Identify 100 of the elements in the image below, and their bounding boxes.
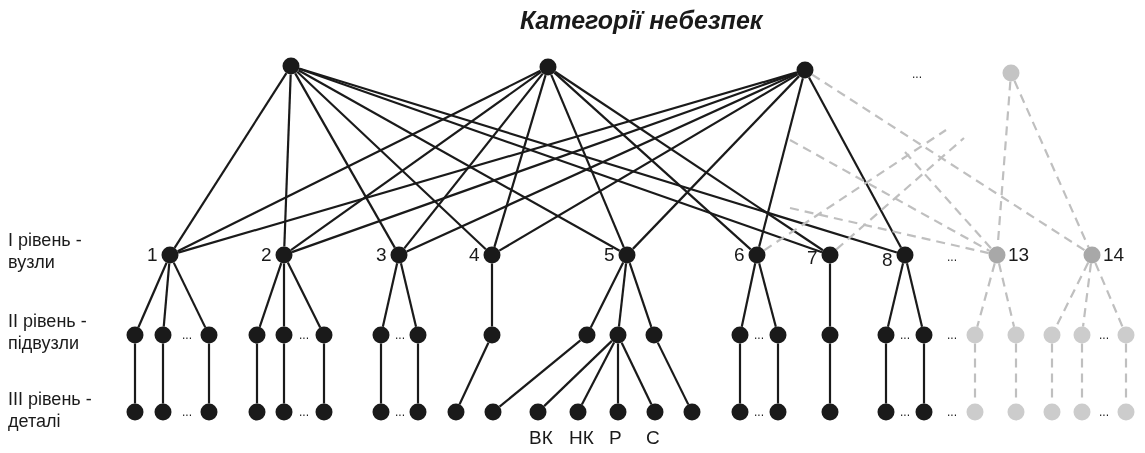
connector-line xyxy=(884,343,888,404)
diagram-title: Категорії небезпек xyxy=(520,6,763,35)
node-number: 2 xyxy=(261,245,272,264)
connector-line xyxy=(406,72,798,253)
connector-line xyxy=(904,151,993,250)
node-dot xyxy=(821,326,839,344)
node-number: 5 xyxy=(604,245,615,264)
node-dot xyxy=(683,403,701,421)
connector-line xyxy=(886,263,905,327)
node-dot xyxy=(200,403,218,421)
connector-line xyxy=(740,263,757,327)
connector-line xyxy=(758,262,777,328)
node-dot xyxy=(578,326,596,344)
connector-line xyxy=(789,206,989,255)
connector-line xyxy=(550,74,625,248)
node-number: 13 xyxy=(1008,245,1030,264)
node-dot xyxy=(372,326,390,344)
connector-line xyxy=(379,343,383,404)
connector-line xyxy=(589,262,625,328)
connector-line xyxy=(1013,80,1090,248)
node-dot xyxy=(1043,403,1061,421)
node-number: 8 xyxy=(882,250,893,269)
connector-line xyxy=(554,70,824,252)
node-dot xyxy=(731,326,749,344)
part-label: ВК xyxy=(529,428,553,447)
connector-line xyxy=(811,73,1086,252)
node-dot xyxy=(282,57,300,75)
connector-line xyxy=(322,343,326,404)
ellipsis-text: ... xyxy=(395,406,405,418)
ellipsis-text: ... xyxy=(900,406,910,418)
ellipsis-text: ... xyxy=(947,406,957,418)
part-label: Р xyxy=(609,428,622,447)
node-dot xyxy=(877,403,895,421)
connector-line xyxy=(498,73,799,252)
ellipsis-text: ... xyxy=(754,329,764,341)
node-dot xyxy=(1043,326,1061,344)
ellipsis-text: ... xyxy=(900,329,910,341)
node-number: 14 xyxy=(1103,245,1125,264)
node-dot xyxy=(483,326,501,344)
connector-line xyxy=(282,263,286,327)
node-dot xyxy=(372,403,390,421)
connector-line xyxy=(296,71,487,250)
connector-line xyxy=(282,343,286,404)
connector-line xyxy=(207,343,211,404)
node-dot xyxy=(609,326,627,344)
connector-line xyxy=(161,343,165,404)
node-dot xyxy=(529,403,547,421)
node-dot xyxy=(821,246,839,264)
node-dot xyxy=(796,61,814,79)
node-dot xyxy=(390,246,408,264)
node-dot xyxy=(154,403,172,421)
ellipsis-text: ... xyxy=(299,406,309,418)
node-dot xyxy=(877,326,895,344)
connector-line xyxy=(808,76,902,249)
node-dot xyxy=(1073,403,1091,421)
node-dot xyxy=(539,58,557,76)
node-dot xyxy=(618,246,636,264)
connector-line xyxy=(286,262,322,328)
connector-line xyxy=(498,339,582,408)
connector-line xyxy=(283,74,292,247)
connector-line xyxy=(580,342,616,405)
level-label: І рівень - вузли xyxy=(8,229,83,273)
node-dot xyxy=(988,246,1006,264)
node-dot xyxy=(646,403,664,421)
level-label: ІІ рівень - підвузли xyxy=(8,310,88,354)
connector-line xyxy=(173,72,288,249)
connector-line xyxy=(835,137,965,251)
connector-line xyxy=(399,263,418,327)
node-dot xyxy=(315,326,333,344)
node-dot xyxy=(1073,326,1091,344)
ellipsis-text: ... xyxy=(947,251,957,263)
connector-line xyxy=(620,342,653,405)
connector-line xyxy=(458,342,490,405)
connector-line xyxy=(490,263,494,327)
node-dot xyxy=(126,403,144,421)
node-dot xyxy=(200,326,218,344)
connector-line xyxy=(381,263,399,327)
connector-line xyxy=(294,72,396,249)
node-dot xyxy=(645,326,663,344)
node-dot xyxy=(1007,403,1025,421)
node-dot xyxy=(161,246,179,264)
connector-line xyxy=(290,71,542,251)
node-dot xyxy=(821,403,839,421)
node-dot xyxy=(1083,246,1101,264)
connector-line xyxy=(738,343,742,404)
connector-line xyxy=(137,262,168,328)
connector-line xyxy=(922,343,926,404)
connector-line xyxy=(297,69,621,252)
connector-line xyxy=(133,343,137,404)
node-number: 3 xyxy=(376,245,387,264)
node-dot xyxy=(966,403,984,421)
connector-line xyxy=(628,262,653,328)
connector-line xyxy=(632,75,800,250)
ellipsis-text: ... xyxy=(1099,329,1109,341)
node-dot xyxy=(409,403,427,421)
node-dot xyxy=(1117,326,1135,344)
ellipsis-text: ... xyxy=(182,406,192,418)
connector-line xyxy=(403,72,544,250)
node-dot xyxy=(315,403,333,421)
connector-line xyxy=(656,342,690,405)
